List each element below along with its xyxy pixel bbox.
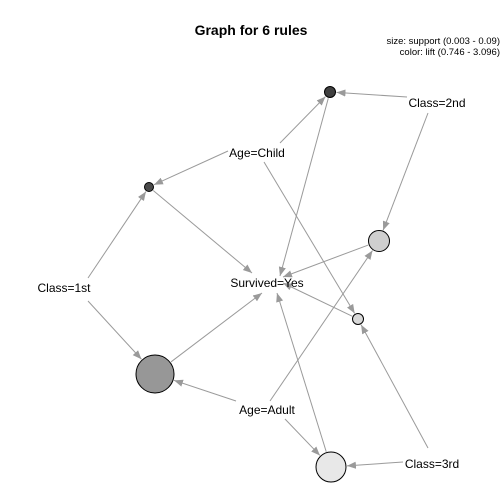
item-label-class1st: Class=1st: [37, 281, 91, 295]
item-label-class3rd: Class=3rd: [405, 457, 459, 471]
edge-arrow: [282, 282, 353, 317]
edge-arrow: [278, 98, 329, 277]
rule-node-r1[interactable]: [324, 86, 336, 98]
edge-arrow: [276, 292, 327, 452]
rule-node-r3[interactable]: [368, 230, 390, 252]
edge-arrow: [173, 379, 237, 402]
item-label-class2nd: Class=2nd: [408, 96, 465, 110]
item-label-survived: Survived=Yes: [230, 276, 303, 290]
rule-node-r5[interactable]: [135, 354, 175, 394]
legend-color: color: lift (0.746 - 3.096): [400, 47, 500, 58]
edge-arrow: [346, 461, 404, 469]
edge-arrow: [360, 324, 429, 449]
item-label-agechild: Age=Child: [229, 146, 285, 160]
edge-arrow: [382, 112, 429, 231]
edge-arrow: [279, 96, 326, 144]
edges: [87, 89, 429, 469]
edge-arrow: [336, 89, 408, 98]
edge-arrow: [87, 300, 142, 360]
rule-node-r4[interactable]: [352, 313, 364, 325]
edge-arrow: [263, 161, 356, 314]
legend-size: size: support (0.003 - 0.09): [386, 36, 500, 47]
graph-title: Graph for 6 rules: [195, 22, 308, 38]
edge-arrow: [170, 292, 263, 363]
edge-arrow: [87, 191, 147, 279]
edge-arrow: [269, 250, 373, 402]
rule-nodes: [135, 86, 390, 483]
edge-arrow: [282, 244, 369, 278]
edge-arrow: [152, 190, 253, 274]
edge-arrow: [153, 150, 229, 186]
rule-node-r2[interactable]: [144, 182, 154, 192]
edge-arrow: [284, 418, 321, 456]
item-label-ageadult: Age=Adult: [239, 403, 295, 417]
rule-node-r6[interactable]: [315, 451, 347, 483]
